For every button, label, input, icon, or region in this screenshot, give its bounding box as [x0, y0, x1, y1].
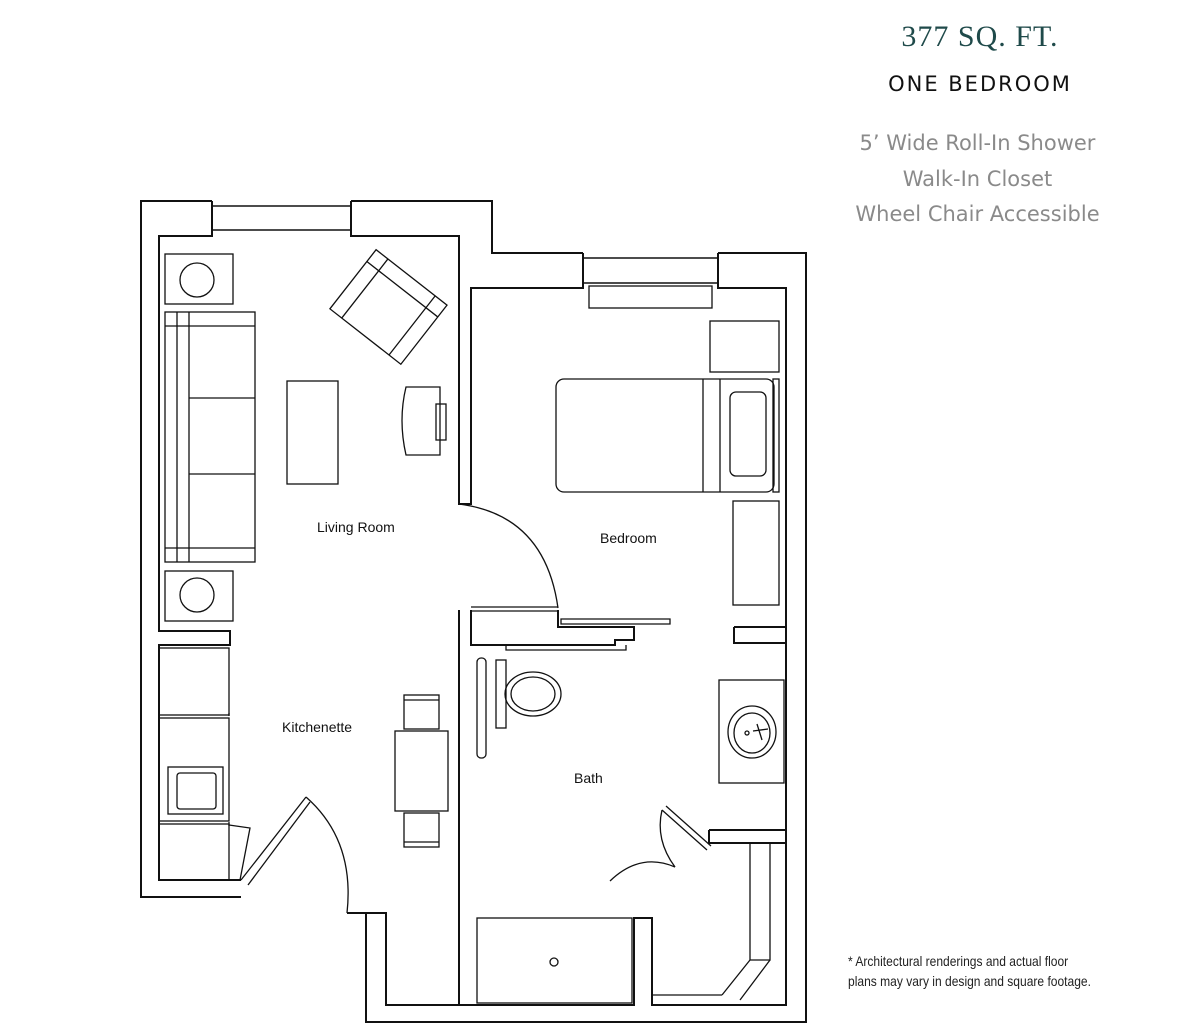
bath-sink-icon	[727, 705, 777, 759]
living-door	[458, 503, 559, 612]
armchair	[329, 248, 448, 366]
feature-item: Wheel Chair Accessible	[855, 202, 1100, 226]
dining-chair	[403, 694, 440, 730]
feature-item: Walk-In Closet	[902, 166, 1053, 191]
feature-list: 5’ Wide Roll-In Shower Walk-In Closet Wh…	[835, 126, 1120, 233]
shower-drain-icon	[549, 957, 559, 967]
bedroom-label: Bedroom	[600, 530, 657, 546]
vanity	[718, 679, 785, 784]
walk-in-closet	[652, 843, 771, 1001]
disclaimer-line: * Architectural renderings and actual fl…	[848, 953, 1069, 969]
grab-bar	[476, 657, 487, 759]
sofa	[164, 311, 256, 563]
feature-item: 5’ Wide Roll-In Shower	[859, 131, 1096, 155]
square-footage: 377 SQ. FT.	[901, 20, 1059, 53]
end-table-bottom	[164, 570, 234, 622]
coffee-table	[286, 380, 339, 485]
disclaimer-line: plans may vary in design and square foot…	[848, 973, 1091, 989]
desk-chair	[401, 386, 441, 456]
bath-fixtures	[476, 645, 785, 1004]
dresser	[588, 285, 713, 309]
bed	[555, 378, 775, 493]
closet-slider	[560, 618, 671, 625]
roll-in-shower	[476, 917, 633, 1004]
kitchenette-label: Kitchenette	[282, 719, 352, 735]
living-room-label: Living Room	[317, 519, 395, 535]
living-furniture	[164, 248, 448, 622]
unit-type: ONE BEDROOM	[888, 72, 1072, 96]
lamp-bottom-icon	[179, 577, 215, 613]
bedroom-furniture	[555, 285, 780, 625]
sink-icon	[176, 772, 217, 810]
bath-label: Bath	[574, 770, 603, 786]
pillow	[729, 391, 767, 477]
dining-table	[394, 730, 449, 812]
nightstand	[709, 320, 780, 373]
toilet-icon	[504, 671, 562, 717]
wardrobe	[732, 500, 780, 606]
interior-walls	[458, 610, 787, 1005]
kitchen-counter-2	[158, 717, 230, 822]
kitchen-counter	[158, 647, 230, 716]
dining-chair	[403, 812, 440, 848]
end-table-top	[164, 253, 234, 305]
disclaimer-note: * Architectural renderings and actual fl…	[848, 951, 1106, 991]
lamp-top-icon	[179, 262, 215, 298]
kitchenette-furniture	[158, 647, 449, 914]
